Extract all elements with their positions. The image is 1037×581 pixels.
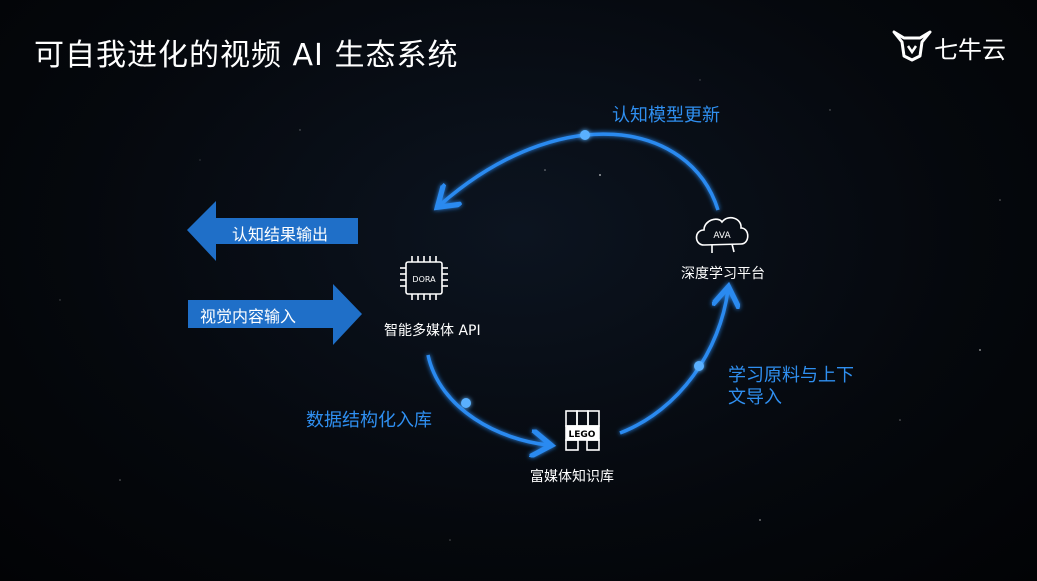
input-arrow-label: 视觉内容输入 [200, 307, 297, 326]
chip-text: DORA [412, 275, 436, 284]
arc-model-update [440, 132, 720, 211]
brain-cloud-icon [695, 216, 749, 253]
lego-text: LEGO [569, 430, 596, 440]
chip-icon [400, 256, 448, 300]
node-label-kb: 富媒体知识库 [530, 469, 614, 485]
arc-structured-storage [426, 354, 548, 445]
arc-dot-right [694, 361, 704, 371]
cloud-text: AVA [713, 231, 731, 241]
edge-label-learning-context-line2: 文导入 [728, 387, 782, 408]
logo-text: 七牛云 [934, 36, 1006, 64]
page-title: 可自我进化的视频 AI 生态系统 [34, 38, 459, 73]
arc-dot-left [461, 398, 471, 408]
edge-label-learning-context-line1: 学习原料与上下 [728, 365, 854, 386]
input-arrow [188, 284, 362, 345]
lego-blocks-icon [565, 410, 600, 451]
edge-label-learning-context: 学习原料与上下 文导入 [728, 365, 854, 409]
output-arrow-label: 认知结果输出 [232, 225, 329, 244]
edge-label-structured-storage: 数据结构化入库 [306, 410, 432, 431]
edge-label-model-update: 认知模型更新 [612, 105, 720, 126]
output-arrow [187, 201, 358, 261]
arc-dot-top [580, 130, 590, 140]
node-label-platform: 深度学习平台 [681, 266, 765, 282]
node-label-api: 智能多媒体 API [384, 323, 481, 339]
arc-learning-context [619, 290, 728, 435]
qiniu-bull-logo-icon [892, 30, 932, 62]
